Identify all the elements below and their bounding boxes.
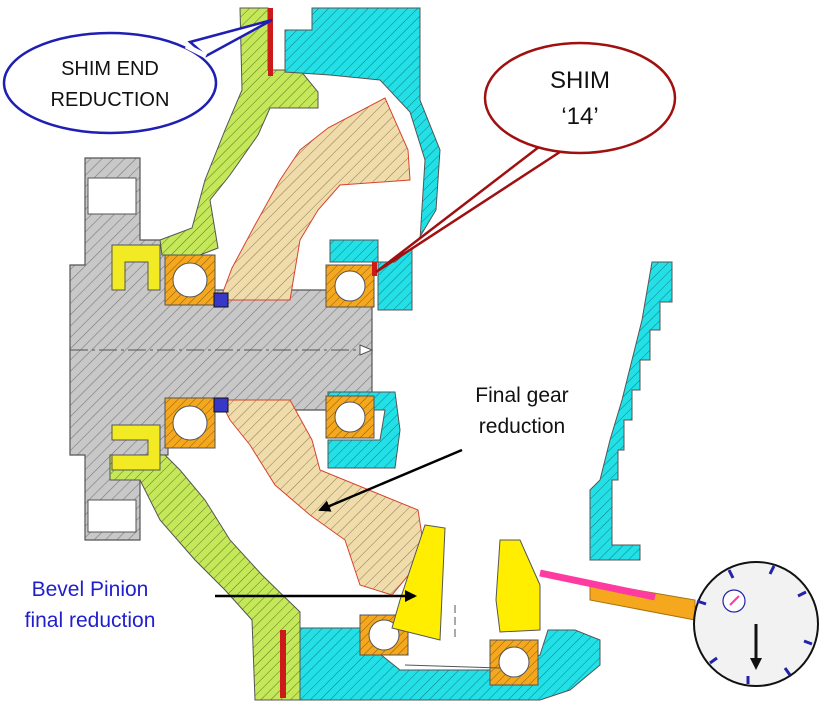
bevel-ring-gear — [391, 524, 446, 641]
label-final-gear-reduction: Final gear reduction — [318, 384, 569, 512]
callout-shim-14-line2: ‘14’ — [561, 103, 598, 130]
label-bevel-pinion-final-reduction: Bevel Pinion final reduction — [25, 578, 417, 632]
bevel-pinion-line2: final reduction — [25, 609, 156, 632]
dial-gauge-icon — [539, 561, 819, 687]
final-gear-arrow — [318, 448, 463, 512]
seals — [111, 244, 161, 471]
callout-shim-14-line1: SHIM — [550, 67, 610, 94]
bevel-pinion — [404, 539, 541, 669]
shims — [268, 8, 377, 698]
callout-shim-14: SHIM ‘14’ — [375, 41, 677, 274]
final-gear-line1: Final gear — [475, 384, 568, 407]
bevel-pinion-line1: Bevel Pinion — [32, 578, 149, 601]
spacer-rings — [213, 292, 229, 413]
final-reduction-gear — [219, 97, 426, 596]
callout-shim-end-reduction: SHIM END REDUCTION — [2, 18, 273, 135]
callout-shim-end-line1: SHIM END — [61, 58, 159, 80]
bearings — [164, 254, 539, 686]
final-gear-line2: reduction — [479, 415, 565, 438]
callout-shim-end-line2: REDUCTION — [51, 89, 170, 111]
